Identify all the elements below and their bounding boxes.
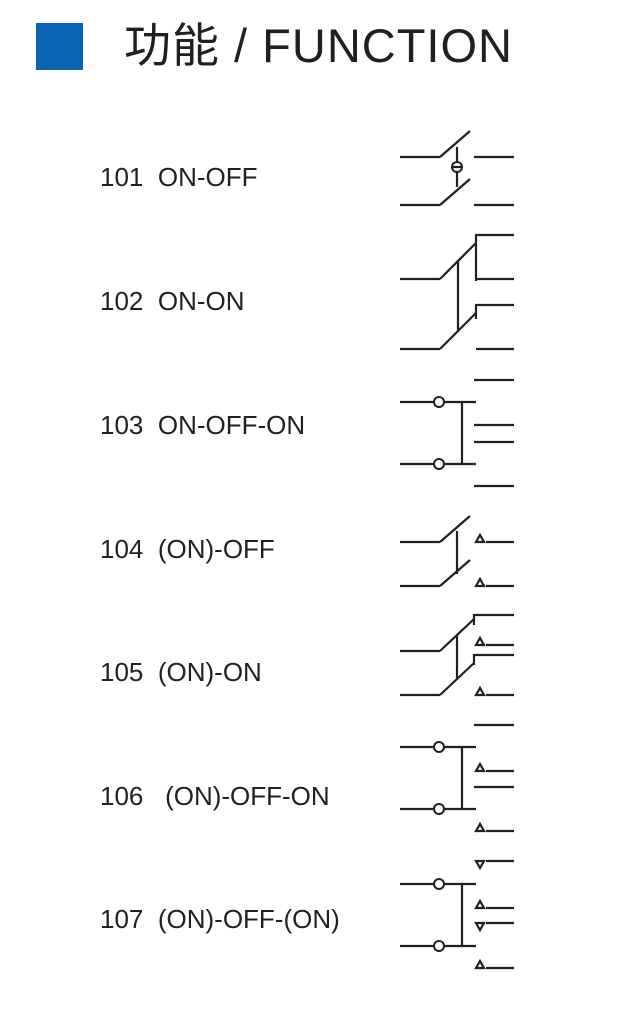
function-row-101: 101 ON-OFF xyxy=(100,162,258,192)
symbol-momentary-on-on xyxy=(400,613,514,697)
function-name: (ON)-OFF-ON xyxy=(165,781,330,811)
symbol-momentary-on-off-on xyxy=(400,723,514,833)
function-row-106: 106 (ON)-OFF-ON xyxy=(100,781,330,811)
function-name: ON-ON xyxy=(157,286,245,316)
header: 功能 / FUNCTION xyxy=(0,0,624,100)
function-code: 107 xyxy=(100,904,144,934)
symbol-momentary-on-off xyxy=(400,515,514,588)
symbol-on-off xyxy=(400,130,514,207)
symbol-on-off-on xyxy=(400,378,514,488)
symbol-momentary-on-off-momentary-on xyxy=(400,859,514,970)
header-accent-square xyxy=(36,23,83,70)
function-name: ON-OFF-ON xyxy=(157,410,306,440)
function-row-107: 107 (ON)-OFF-(ON) xyxy=(100,904,340,934)
function-code: 103 xyxy=(100,410,144,440)
function-code: 102 xyxy=(100,286,144,316)
function-row-104: 104 (ON)-OFF xyxy=(100,534,275,564)
page-title: 功能 / FUNCTION xyxy=(124,19,513,72)
function-code: 101 xyxy=(100,162,144,192)
symbol-on-on xyxy=(400,233,514,351)
function-row-105: 105 (ON)-ON xyxy=(100,657,262,687)
function-name: ON-OFF xyxy=(157,162,258,192)
function-name: (ON)-OFF-(ON) xyxy=(157,904,340,934)
function-code: 105 xyxy=(100,657,144,687)
function-row-103: 103 ON-OFF-ON xyxy=(100,410,305,440)
function-name: (ON)-OFF xyxy=(157,534,275,564)
function-code: 104 xyxy=(100,534,144,564)
function-code: 106 xyxy=(100,781,144,811)
function-row-102: 102 ON-ON xyxy=(100,286,245,316)
function-name: (ON)-ON xyxy=(157,657,262,687)
